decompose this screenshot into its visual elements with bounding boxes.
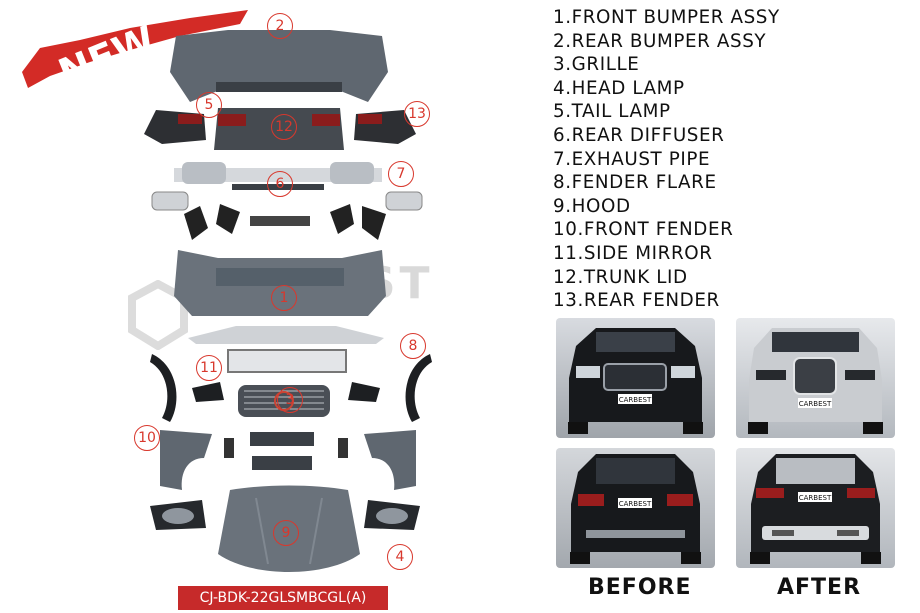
head-lamp-left-part (150, 500, 206, 530)
before-rear-photo: CARBEST (556, 448, 715, 568)
part-number-6: 6 (267, 171, 293, 197)
mounting-brackets (184, 204, 386, 240)
part-number-9: 9 (273, 520, 299, 546)
after-front-plate: CARBEST (799, 400, 832, 408)
new-banner: NEW (22, 10, 248, 90)
parts-list-item: 11.SIDE MIRROR (553, 242, 713, 264)
parts-list-item: 6.REAR DIFFUSER (553, 124, 725, 146)
bumper-trim-part (188, 326, 384, 344)
side-mirror-left-part (192, 382, 224, 402)
parts-list: 1.FRONT BUMPER ASSY 2.REAR BUMPER ASSY 3… (553, 6, 780, 313)
parts-list-item: 4.HEAD LAMP (553, 77, 685, 99)
product-code-label: CJ-BDK-22GLSMBCGL(A) (178, 586, 388, 610)
tail-lamp-left-part (144, 110, 206, 144)
lower-grille-part (227, 349, 347, 373)
parts-list-item: 10.FRONT FENDER (553, 219, 734, 241)
front-bumper-part (174, 250, 386, 316)
after-label: AFTER (777, 575, 862, 600)
front-fender-right-part (364, 430, 416, 490)
part-number-2: 2 (267, 13, 293, 39)
parts-list-item: 3.GRILLE (553, 54, 640, 76)
before-front-plate: CARBEST (619, 396, 652, 404)
parts-list-item: 2.REAR BUMPER ASSY (553, 30, 767, 52)
front-fender-left-part (160, 430, 212, 490)
part-number-1: 1 (271, 285, 297, 311)
part-number-11: 11 (196, 355, 222, 381)
head-lamp-right-part (364, 500, 420, 530)
before-label: BEFORE (588, 575, 692, 600)
before-rear-plate: CARBEST (619, 500, 652, 508)
parts-list-item: 9.HOOD (553, 195, 631, 217)
parts-list-item: 7.EXHAUST PIPE (553, 148, 711, 170)
fender-flare-left-part (150, 354, 177, 422)
after-front-photo: CARBEST (736, 318, 895, 438)
tail-lamp-right-part (354, 110, 416, 144)
exhaust-pipe-left-part (151, 191, 189, 211)
parts-list-item: 1.FRONT BUMPER ASSY (553, 7, 780, 28)
after-rear-plate: CARBEST (799, 494, 832, 502)
part-number-3: 3 (277, 387, 303, 413)
part-number-13: 13 (404, 101, 430, 127)
before-front-photo: CARBEST (556, 318, 715, 438)
part-number-5: 5 (196, 92, 222, 118)
exhaust-pipe-right-part (385, 191, 423, 211)
part-number-4: 4 (387, 544, 413, 570)
rear-bumper-part (170, 30, 388, 102)
parts-list-item: 13.REAR FENDER (553, 290, 720, 312)
parts-list-item: 8.FENDER FLARE (553, 172, 717, 194)
parts-list-item: 5.TAIL LAMP (553, 101, 671, 123)
after-rear-photo: CARBEST (736, 448, 895, 568)
part-number-12: 12 (271, 114, 297, 140)
fender-flare-right-part (405, 354, 432, 422)
side-mirror-right-part (348, 382, 380, 402)
part-number-8: 8 (400, 333, 426, 359)
license-plate-brackets (224, 432, 348, 470)
parts-diagram: NEW CARBEST (22, 10, 432, 610)
part-number-10: 10 (134, 425, 160, 451)
new-banner-text: NEW (52, 17, 161, 90)
parts-list-item: 12.TRUNK LID (553, 266, 688, 288)
part-number-7: 7 (388, 161, 414, 187)
